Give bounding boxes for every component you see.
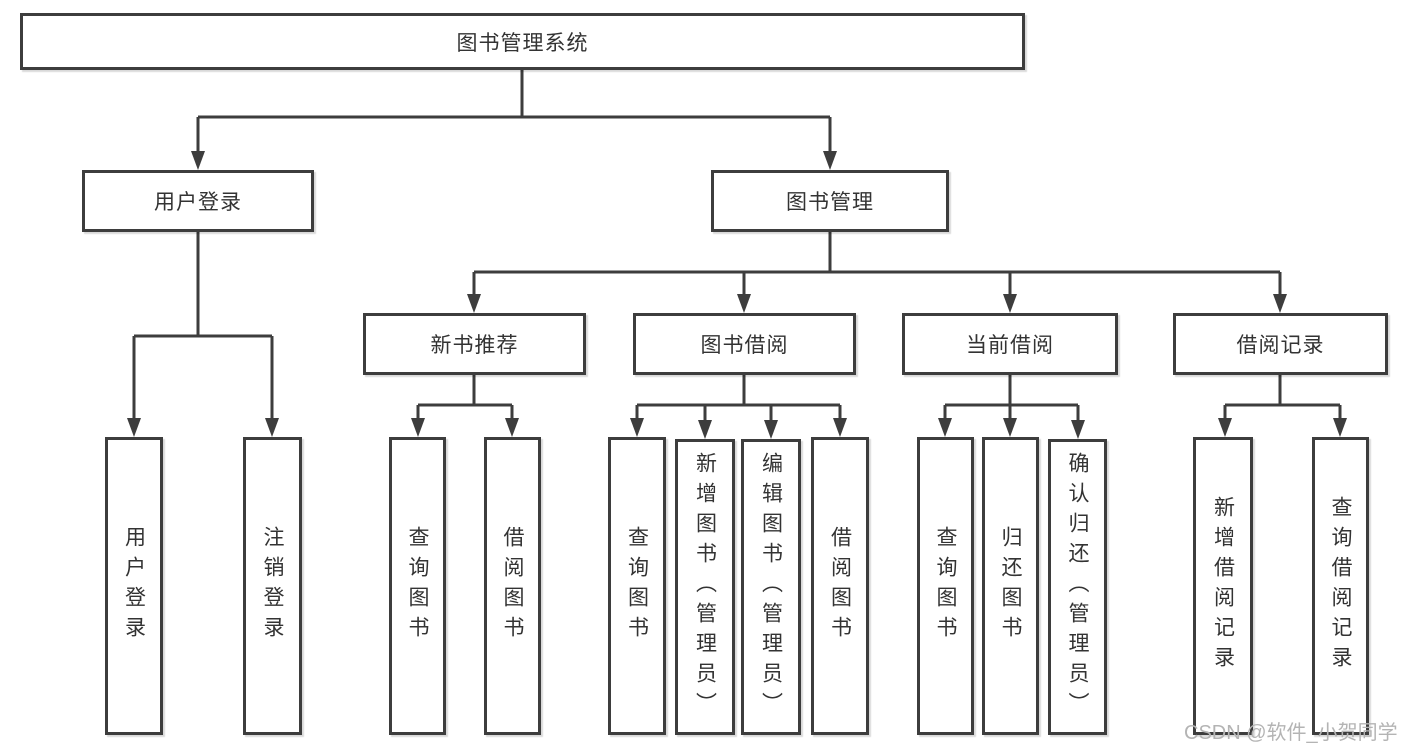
node-book-management-label: 图书管理	[786, 191, 874, 214]
node-leaf-br-add-record-label: 新增借阅记录	[1211, 496, 1235, 676]
node-leaf-bb-borrow-book: 借阅图书	[811, 437, 869, 735]
node-leaf-cb-return-book-label: 归还图书	[999, 526, 1022, 646]
node-root-label: 图书管理系统	[456, 31, 589, 55]
node-root: 图书管理系统	[20, 13, 1025, 70]
node-leaf-cb-return-book: 归还图书	[982, 437, 1039, 735]
node-leaf-logout: 注销登录	[243, 437, 302, 735]
node-leaf-bb-query-book: 查询图书	[608, 437, 666, 735]
node-leaf-user-login-label: 用户登录	[122, 526, 146, 646]
node-leaf-cb-query-book: 查询图书	[917, 437, 974, 735]
node-leaf-bb-add-book-admin-label: 新增图书（管理员）	[693, 452, 717, 722]
node-book-borrow: 图书借阅	[633, 313, 856, 375]
node-leaf-nb-borrow-book: 借阅图书	[484, 437, 541, 735]
node-borrow-record-label: 借阅记录	[1236, 334, 1325, 357]
node-current-borrow: 当前借阅	[902, 313, 1118, 375]
node-new-book-recommend: 新书推荐	[363, 313, 586, 375]
node-leaf-bb-query-book-label: 查询图书	[625, 526, 649, 646]
node-leaf-br-query-record: 查询借阅记录	[1312, 437, 1369, 735]
node-book-borrow-label: 图书借阅	[700, 334, 789, 357]
node-leaf-nb-query-book: 查询图书	[389, 437, 446, 735]
node-leaf-cb-confirm-return-admin: 确认归还（管理员）	[1048, 439, 1107, 735]
node-user-login-label: 用户登录	[154, 191, 242, 214]
node-new-book-recommend-label: 新书推荐	[430, 334, 519, 357]
node-leaf-bb-borrow-book-label: 借阅图书	[828, 526, 852, 646]
node-borrow-record: 借阅记录	[1173, 313, 1388, 375]
node-leaf-bb-edit-book-admin: 编辑图书（管理员）	[741, 439, 801, 735]
node-leaf-br-query-record-label: 查询借阅记录	[1329, 496, 1352, 676]
node-leaf-logout-label: 注销登录	[261, 526, 284, 646]
node-leaf-bb-add-book-admin: 新增图书（管理员）	[675, 439, 735, 735]
node-book-management: 图书管理	[711, 170, 949, 232]
node-leaf-user-login: 用户登录	[105, 437, 163, 735]
node-leaf-nb-query-book-label: 查询图书	[406, 526, 429, 646]
node-leaf-nb-borrow-book-label: 借阅图书	[501, 526, 524, 646]
node-current-borrow-label: 当前借阅	[966, 334, 1054, 357]
watermark-text: CSDN @软件_小贺同学	[1184, 722, 1398, 744]
node-leaf-cb-confirm-return-admin-label: 确认归还（管理员）	[1066, 452, 1089, 722]
node-leaf-bb-edit-book-admin-label: 编辑图书（管理员）	[759, 452, 783, 722]
node-leaf-cb-query-book-label: 查询图书	[934, 526, 957, 646]
node-leaf-br-add-record: 新增借阅记录	[1193, 437, 1253, 735]
node-user-login: 用户登录	[82, 170, 314, 232]
